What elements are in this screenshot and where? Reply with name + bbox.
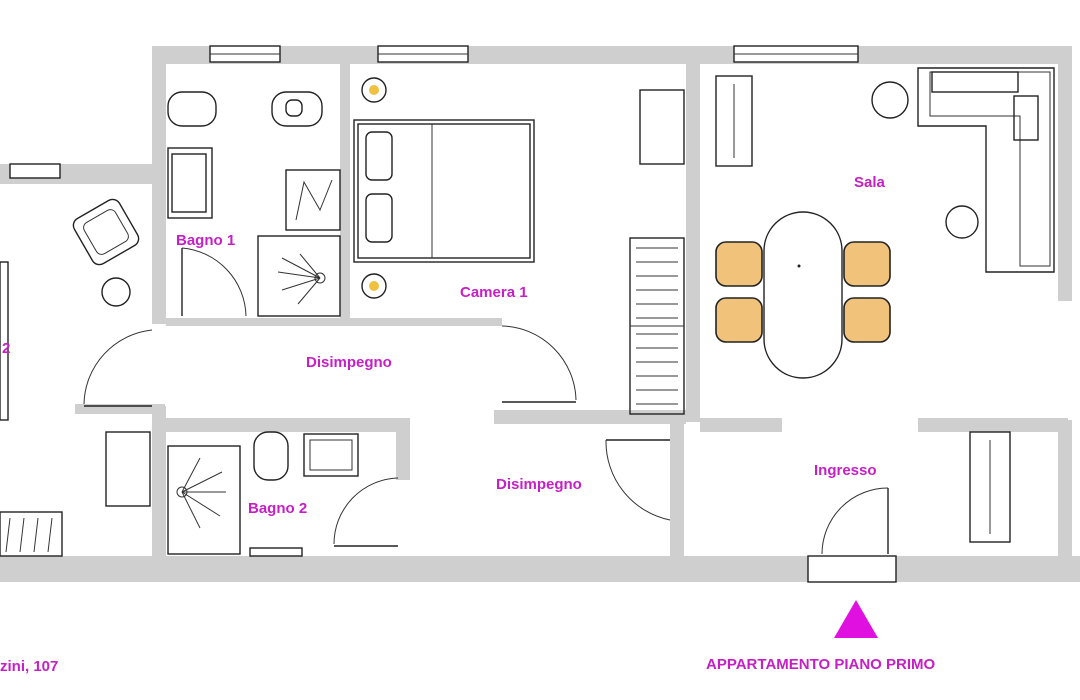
camera1-furniture (353, 77, 685, 415)
bagno1-fixtures (167, 91, 341, 317)
armchair-icon (72, 198, 140, 266)
room-label-ingresso: Ingresso (814, 462, 877, 479)
dining-table (763, 211, 843, 379)
room-label-camera2: 2 (2, 340, 11, 357)
entrance-arrow-icon (834, 600, 878, 638)
camera2-door (83, 329, 153, 407)
address-label: zini, 107 (0, 658, 59, 675)
shower-icon (257, 235, 341, 317)
sala-furniture (715, 67, 1055, 379)
camera2-furniture (0, 198, 151, 557)
room-label-bagno2: Bagno 2 (248, 500, 308, 517)
room-label-disimpegno-upper: Disimpegno (306, 354, 392, 371)
shower-icon (167, 445, 241, 555)
room-label-camera1: Camera 1 (460, 284, 528, 301)
walls (0, 46, 1080, 582)
sink-icon (167, 147, 213, 219)
disimpegno-door (605, 439, 671, 521)
bagno2-door (333, 477, 399, 547)
sink-icon (303, 433, 359, 477)
toilet-icon (253, 431, 289, 481)
ingresso (821, 431, 1011, 555)
bed (353, 119, 535, 263)
bagno2-fixtures (167, 431, 359, 557)
room-label-disimpegno-lower: Disimpegno (496, 476, 582, 493)
camera1-door (501, 325, 577, 403)
toilet-icon (167, 91, 217, 127)
room-label-sala: Sala (854, 174, 885, 191)
bagno1-door (181, 247, 247, 317)
room-label-bagno1: Bagno 1 (176, 232, 236, 249)
windows (9, 45, 897, 583)
chair-icon (715, 241, 891, 343)
bidet-icon (271, 91, 323, 127)
floor-title: APPARTAMENTO PIANO PRIMO (706, 656, 936, 673)
